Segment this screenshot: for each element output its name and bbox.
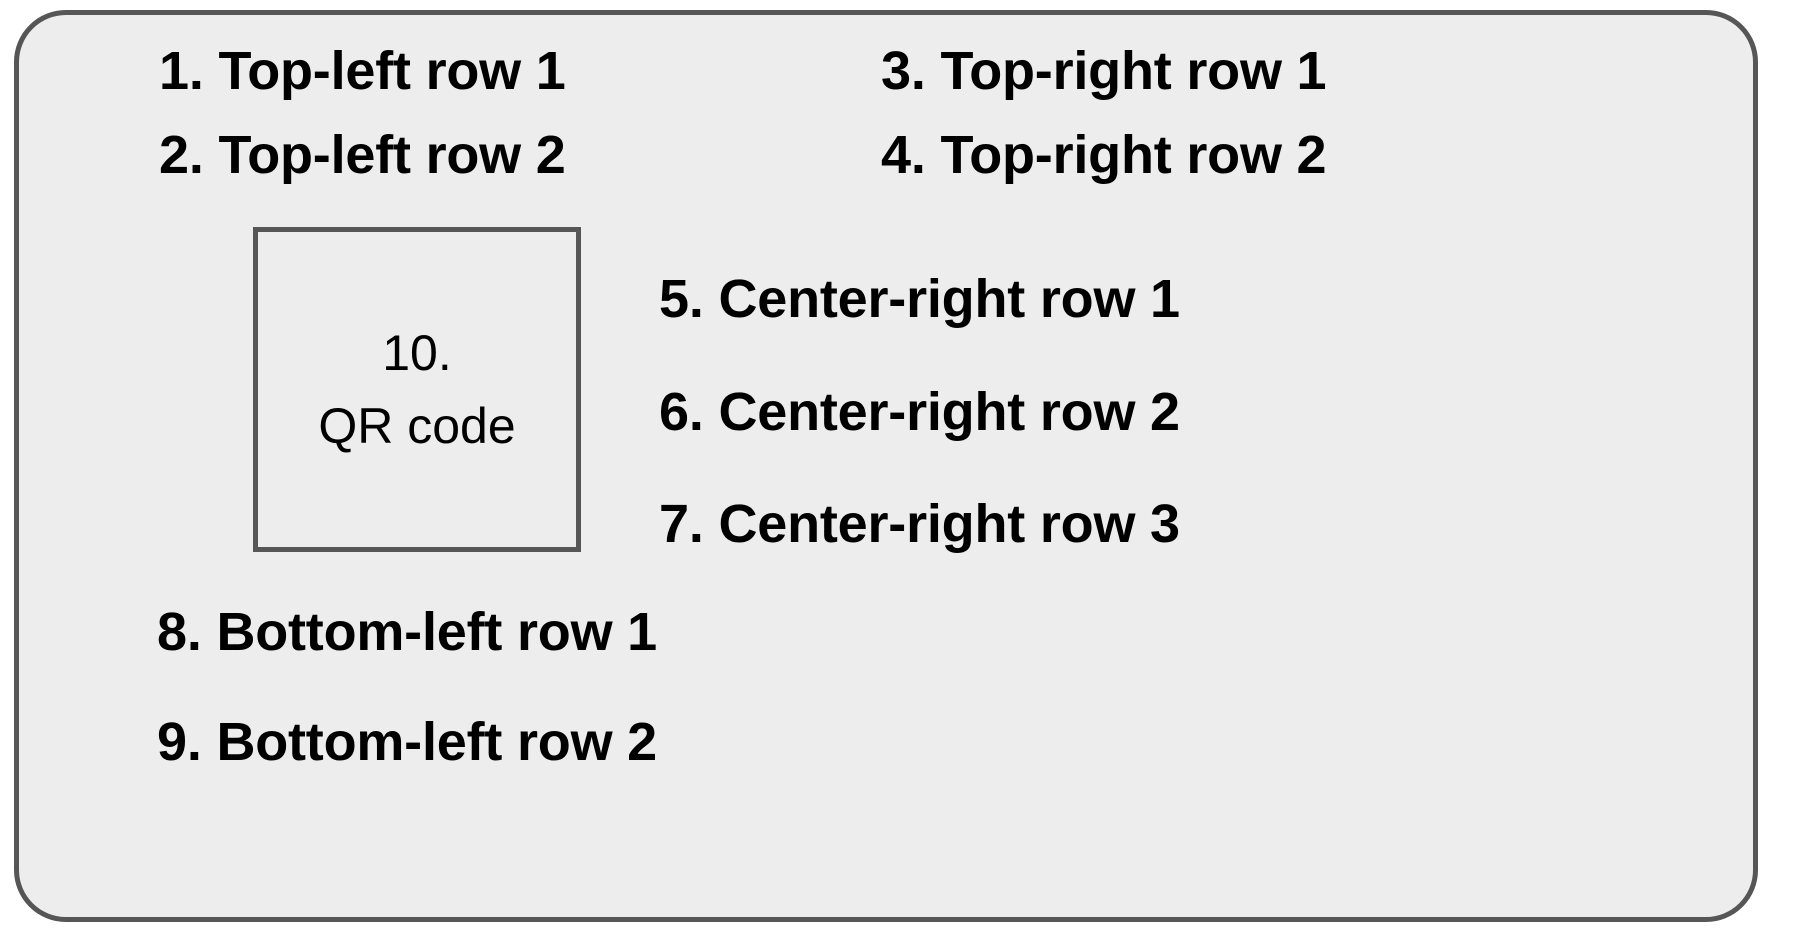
center-right-row-1-label: 5. Center-right row 1	[659, 269, 1180, 329]
top-left-row-2-label: 2. Top-left row 2	[159, 125, 566, 185]
qr-code-caption-label: QR code	[318, 397, 516, 454]
rounded-card-container: 1. Top-left row 1 2. Top-left row 2 3. T…	[14, 10, 1758, 922]
top-left-row-1-label: 1. Top-left row 1	[159, 41, 566, 101]
top-right-row-2-label: 4. Top-right row 2	[881, 125, 1327, 185]
bottom-left-row-2-label: 9. Bottom-left row 2	[157, 712, 658, 772]
top-right-row-1-label: 3. Top-right row 1	[881, 41, 1327, 101]
bottom-left-row-1-label: 8. Bottom-left row 1	[157, 602, 658, 662]
qr-code-placeholder-box: 10. QR code	[253, 227, 581, 552]
center-right-row-2-label: 6. Center-right row 2	[659, 382, 1180, 442]
center-right-row-3-label: 7. Center-right row 3	[659, 494, 1180, 554]
qr-code-number-label: 10.	[382, 325, 452, 381]
